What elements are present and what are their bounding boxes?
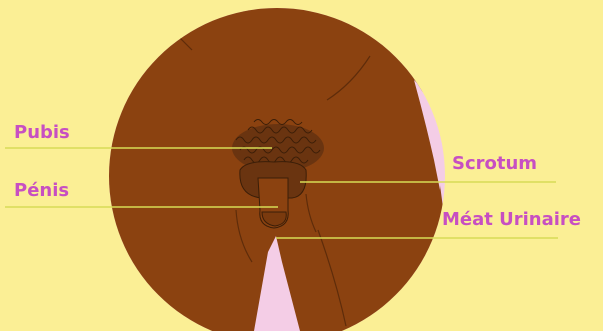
label-scrotum: Scrotum: [452, 155, 537, 173]
label-penis: Pénis: [14, 182, 69, 200]
label-pubis: Pubis: [14, 124, 70, 142]
label-meat-urinaire: Méat Urinaire: [442, 211, 581, 229]
